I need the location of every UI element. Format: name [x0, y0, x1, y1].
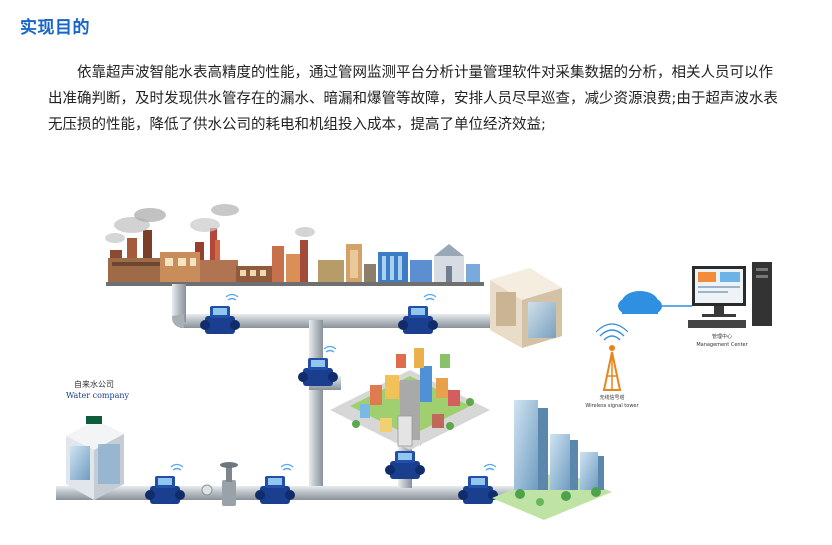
tower-en-label: Wireless signal tower [585, 403, 639, 409]
water-company-building [66, 416, 124, 500]
section-title: 实现目的 [20, 18, 90, 38]
description-paragraph: 依靠超声波智能水表高精度的性能，通过管网监测平台分析计量管理软件对采集数据的分析… [48, 65, 778, 133]
center-en-label: Management Center [696, 342, 748, 348]
smart-water-network-illustration: 自来水公司 Water company 无线信号塔 Wireless signa… [56, 204, 772, 520]
skyscrapers [492, 400, 612, 520]
wireless-tower [595, 323, 629, 391]
office-building [490, 268, 562, 348]
factory-skyline [105, 204, 484, 286]
center-cn-label: 管理中心 [712, 333, 732, 340]
tower-cn-label: 无线信号塔 [599, 394, 624, 401]
cloud-icon [618, 291, 692, 314]
isometric-city [330, 348, 490, 450]
water-company-en-label: Water company [66, 391, 130, 400]
management-computer [688, 262, 772, 328]
water-company-cn-label: 自来水公司 [74, 379, 114, 389]
